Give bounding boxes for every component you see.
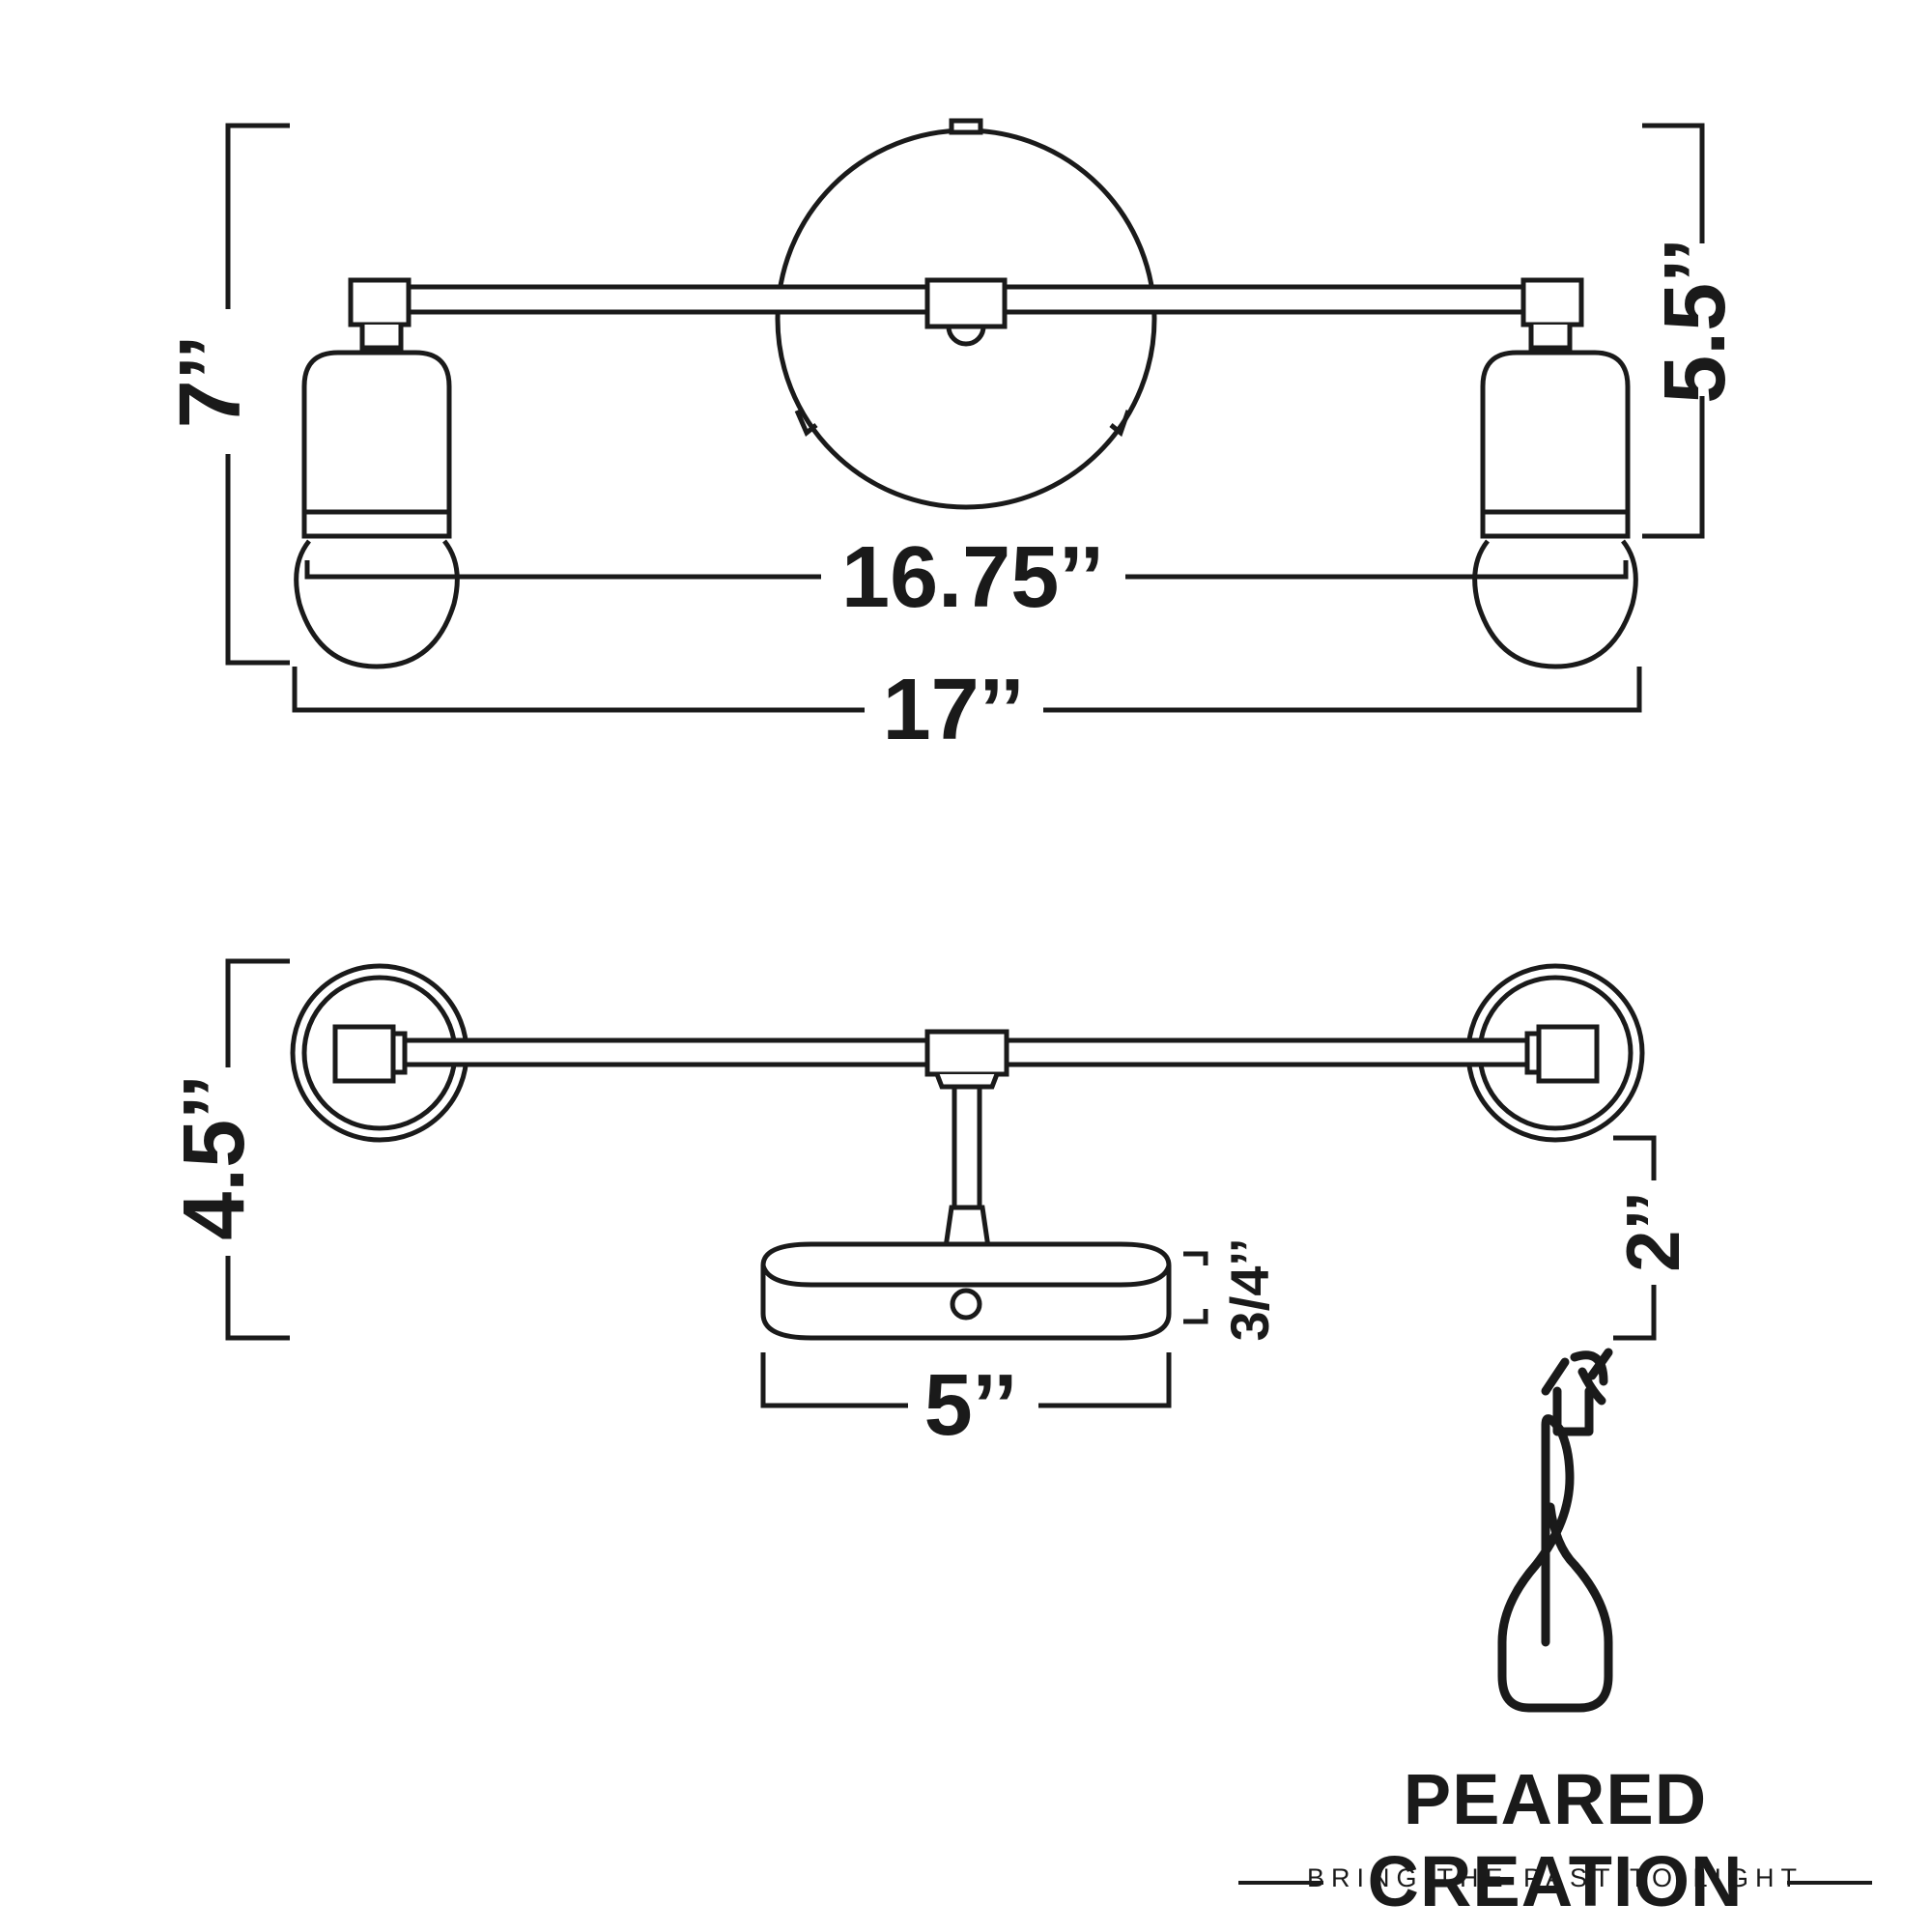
- top-canopy-screw: [950, 1288, 982, 1321]
- front-center-screw: [946, 326, 986, 347]
- dim-16-75-label: 16.75’’: [841, 529, 1104, 626]
- top-dimension-lines: [225, 958, 1657, 1408]
- front-dimension-lines: [225, 123, 1705, 713]
- dim-16-75-line: [304, 560, 821, 580]
- dim-3-4-bracket: [1183, 1251, 1208, 1265]
- dim-3-4-label: 3/4’’: [1219, 1238, 1280, 1342]
- top-stem: [952, 1084, 982, 1210]
- front-left-socket: [294, 277, 460, 669]
- tagline-rule-right: [1787, 1881, 1872, 1885]
- dim-2-bracket: [1613, 1135, 1657, 1180]
- dim-2-label: 2’’: [1610, 1191, 1695, 1272]
- front-center-coupler: [924, 277, 1008, 329]
- dim-5-5-label: 5.5’’: [1647, 238, 1744, 404]
- front-canopy-screw-right: [1109, 410, 1131, 438]
- top-view: [290, 963, 1645, 1341]
- brand-name: PEARED CREATION: [1367, 1759, 1744, 1921]
- dim-17-label: 17’’: [883, 662, 1025, 758]
- front-view: [294, 118, 1638, 669]
- brand-tagline: BRING THE PAST TO LIGHT: [1306, 1863, 1804, 1892]
- front-right-socket: [1472, 277, 1638, 669]
- top-right-socket: [1536, 1024, 1600, 1084]
- top-center-coupler: [924, 1029, 1009, 1077]
- dim-5-label: 5’’: [924, 1357, 1018, 1454]
- front-left-bulb: [294, 539, 460, 669]
- front-canopy-screw-left: [794, 410, 818, 437]
- front-canopy-tab: [949, 118, 983, 135]
- dim-7-label: 7’’: [162, 335, 259, 429]
- dim-5-line: [760, 1352, 908, 1408]
- dim-4-5-label: 4.5’’: [166, 1074, 263, 1240]
- dim-17-line: [292, 667, 865, 713]
- dim-7-bracket: [225, 123, 290, 309]
- pear-bulb-logo-icon: [1497, 1348, 1613, 1713]
- top-left-socket: [332, 1024, 396, 1084]
- front-right-bulb: [1472, 539, 1638, 669]
- dim-4-5-bracket: [225, 958, 290, 1067]
- tagline-rule-left: [1238, 1881, 1323, 1885]
- dim-5-5-bracket: [1642, 123, 1705, 243]
